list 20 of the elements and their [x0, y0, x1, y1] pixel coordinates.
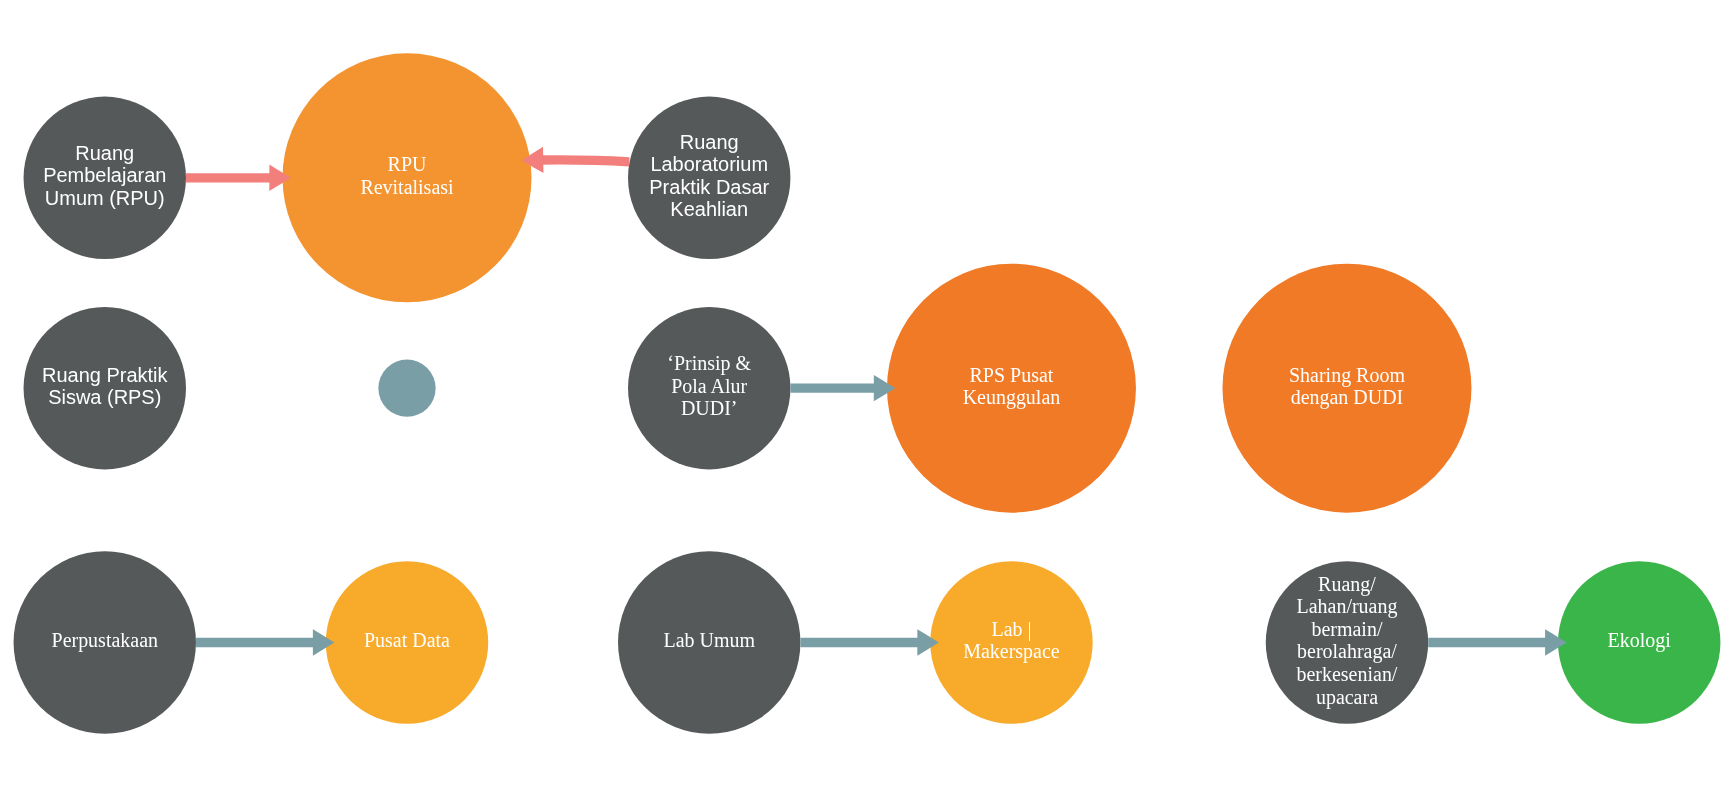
arrow	[790, 374, 896, 402]
node-circle: ‘Prinsip & Pola Alur DUDI’	[628, 306, 791, 470]
node-circle: RPU Revitalisasi	[282, 53, 532, 303]
arrow	[521, 146, 630, 174]
node-circle: Ruang Laboratorium Praktik Dasar Keahlian	[628, 96, 791, 260]
node-circle: Pusat Data	[325, 561, 489, 724]
node-circle: Ruang Pembelajaran Umum (RPU)	[23, 96, 186, 260]
node-circle: Lab Umum	[618, 551, 801, 734]
node-circle: Ruang/ Lahan/ruang bermain/ berolahraga/ berkesenian/ upacara	[1265, 561, 1429, 724]
node-circle: Lab | Makerspace	[930, 561, 1093, 724]
arrow	[186, 164, 291, 191]
node-circle: RPS Pusat Keunggulan	[886, 263, 1136, 513]
node-circle: Sharing Room dengan DUDI	[1222, 263, 1472, 513]
node-circle: Perpustakaan	[13, 551, 196, 734]
arrow	[1428, 629, 1567, 656]
node-circle	[378, 359, 436, 417]
node-circle: Ruang Praktik Siswa (RPS)	[23, 306, 186, 470]
arrow	[196, 629, 335, 656]
arrow	[800, 629, 939, 656]
node-circle: Ekologi	[1558, 561, 1721, 724]
